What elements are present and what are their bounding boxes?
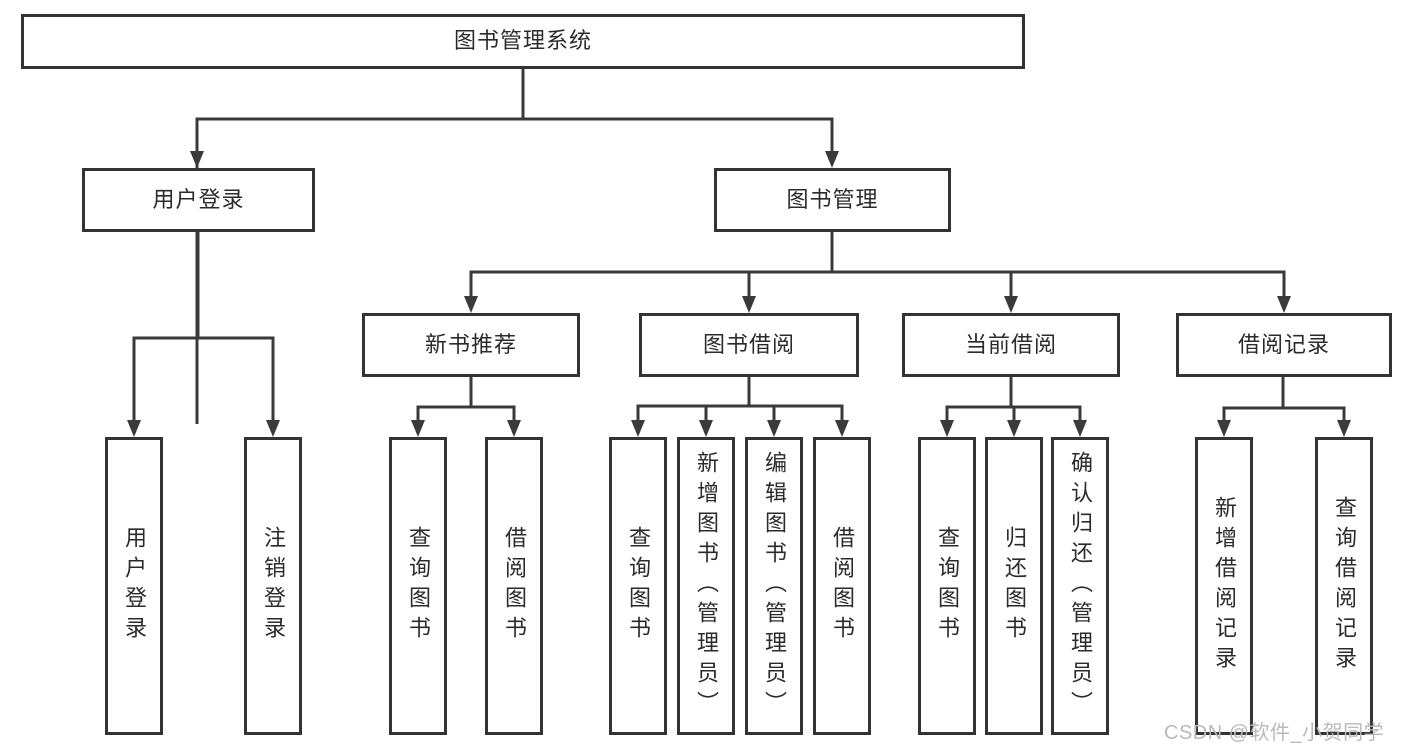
leaf-borrow-book-label: 借阅图书 (830, 526, 855, 646)
leaf-query-book-current: 查询图书 (918, 437, 976, 735)
leaf-return-book-label: 归还图书 (1002, 526, 1027, 646)
node-borrow-records-label: 借阅记录 (1237, 331, 1330, 357)
leaf-query-book-borrow: 查询图书 (609, 437, 667, 735)
leaf-borrow-book: 借阅图书 (813, 437, 871, 735)
leaf-add-book-admin: 新增图书（管理员） (677, 437, 735, 735)
node-book-borrow: 图书借阅 (639, 313, 859, 377)
leaf-borrow-book-recommend-label: 借阅图书 (502, 526, 527, 646)
leaf-logout-label: 注销登录 (261, 526, 286, 646)
leaf-query-book-current-label: 查询图书 (935, 526, 960, 646)
node-new-book-recommend: 新书推荐 (362, 313, 580, 377)
leaf-add-borrow-record-label: 新增借阅记录 (1212, 496, 1237, 676)
leaf-edit-book-admin-label: 编辑图书（管理员） (762, 451, 787, 721)
leaf-edit-book-admin: 编辑图书（管理员） (745, 437, 803, 735)
node-borrow-records: 借阅记录 (1176, 313, 1392, 377)
leaf-query-borrow-record: 查询借阅记录 (1315, 437, 1373, 735)
node-root-label: 图书管理系统 (453, 28, 592, 54)
leaf-borrow-book-recommend: 借阅图书 (485, 437, 543, 735)
leaf-confirm-return-admin-label: 确认归还（管理员） (1068, 451, 1093, 721)
node-root: 图书管理系统 (21, 14, 1025, 69)
csdn-watermark: CSDN @软件_小贺同学 (1164, 722, 1385, 744)
leaf-confirm-return-admin: 确认归还（管理员） (1051, 437, 1109, 735)
leaf-return-book: 归还图书 (985, 437, 1043, 735)
leaf-add-borrow-record: 新增借阅记录 (1195, 437, 1253, 735)
leaf-user-login-label: 用户登录 (122, 526, 147, 646)
node-new-book-recommend-label: 新书推荐 (424, 331, 517, 357)
node-user-login: 用户登录 (82, 168, 315, 232)
leaf-query-book-recommend: 查询图书 (389, 437, 447, 735)
node-current-borrow: 当前借阅 (902, 313, 1120, 377)
node-book-management: 图书管理 (714, 168, 951, 232)
leaf-query-book-recommend-label: 查询图书 (406, 526, 431, 646)
leaf-query-book-borrow-label: 查询图书 (626, 526, 651, 646)
node-user-login-label: 用户登录 (152, 186, 245, 212)
node-current-borrow-label: 当前借阅 (964, 331, 1057, 357)
leaf-query-borrow-record-label: 查询借阅记录 (1332, 496, 1357, 676)
leaf-add-book-admin-label: 新增图书（管理员） (694, 451, 719, 721)
leaf-user-login: 用户登录 (105, 437, 163, 735)
node-book-management-label: 图书管理 (786, 186, 879, 212)
node-book-borrow-label: 图书借阅 (702, 331, 795, 357)
leaf-logout: 注销登录 (244, 437, 302, 735)
